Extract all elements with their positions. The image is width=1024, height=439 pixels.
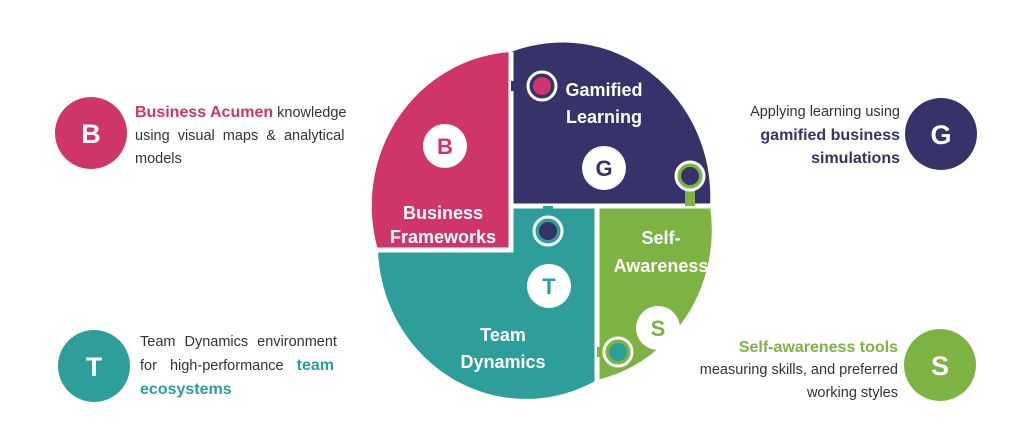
badge-t: T (58, 330, 130, 402)
badge-s: S (904, 329, 976, 401)
gamified-desc-highlight-line3: simulations (811, 150, 900, 167)
svg-text:G: G (595, 156, 612, 181)
svg-text:S: S (931, 351, 949, 381)
team-dynamics-piece (378, 206, 597, 399)
team-description: Team Dynamics environment for high-perfo… (140, 331, 375, 401)
business-acumen-highlight: Business Acumen (135, 104, 274, 121)
business-desc-line2: using visual maps & analytical (135, 128, 345, 144)
gamified-desc-line1: Applying learning using (750, 104, 900, 120)
badge-g: G (905, 98, 977, 170)
badge-b: B (55, 97, 127, 169)
svg-text:G: G (930, 120, 951, 150)
connector-bottom (597, 336, 634, 368)
business-label-line1: Business (403, 203, 483, 223)
team-desc-highlight-line3: ecosystems (140, 381, 232, 398)
team-desc-highlight-line2: team (296, 357, 334, 374)
self-awareness-piece (597, 206, 712, 380)
gamified-desc-highlight-line2: gamified business (760, 127, 900, 144)
connector-middle (532, 206, 564, 247)
self-description: Self-awareness tools measuring skills, a… (660, 336, 898, 405)
inner-letter-g: G (582, 146, 626, 190)
connector-top (511, 70, 558, 102)
business-label-line2: Frameworks (390, 227, 496, 247)
self-desc-line2: measuring skills, and preferred (699, 362, 898, 378)
svg-text:B: B (81, 119, 101, 149)
connector-right (674, 160, 706, 206)
gamified-label-line2: Learning (566, 107, 642, 127)
svg-text:T: T (542, 274, 556, 299)
self-label-line2: Awareness (614, 256, 709, 276)
self-desc-line3: working styles (806, 385, 898, 401)
svg-text:S: S (651, 316, 666, 341)
team-label-line1: Team (480, 325, 526, 345)
business-desc-line3: models (135, 151, 182, 167)
inner-letter-s: S (636, 306, 680, 350)
gamified-label-line1: Gamified (565, 80, 642, 100)
business-desc-line1-rest: knowledge (273, 105, 347, 121)
team-label-line2: Dynamics (460, 352, 545, 372)
svg-text:B: B (437, 134, 453, 159)
inner-letter-t: T (527, 264, 571, 308)
inner-letter-b: B (423, 124, 467, 168)
self-label-line1: Self- (641, 228, 680, 248)
gamified-description: Applying learning using gamified busines… (700, 101, 900, 170)
self-desc-highlight-line1: Self-awareness tools (738, 339, 898, 356)
svg-text:T: T (86, 352, 103, 382)
gamified-learning-piece (511, 42, 711, 206)
business-description: Business Acumen knowledge using visual m… (135, 101, 380, 171)
team-desc-line1: Team Dynamics environment (140, 334, 337, 350)
team-desc-line2-pre: for high-performance (140, 358, 297, 374)
